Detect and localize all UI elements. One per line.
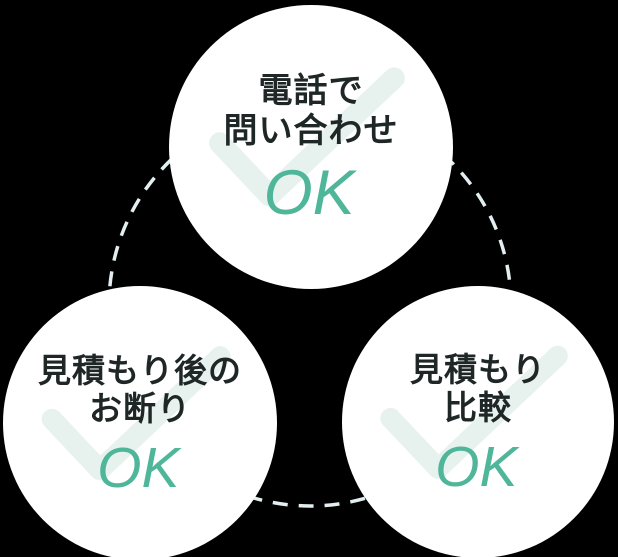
circle-text-block: 見積もり 比較 OK [342,286,614,557]
circle-label-line: 電話で [258,72,364,111]
check-icon [41,346,231,481]
circle-label-line: 比較 [444,389,512,427]
circle-estimate-comparison: 見積もり 比較 OK [342,286,614,557]
circle-label-line: 見積もり [410,350,546,388]
ok-label: OK [435,434,518,499]
circle-label-line: お断り [89,390,191,428]
circle-label-line: 見積もり後の [38,351,242,389]
ok-label: OK [263,157,355,228]
circle-text-block: 見積もり後の お断り OK [3,286,277,557]
circle-decline-after-estimate: 見積もり後の お断り OK [3,286,277,557]
circle-text-block: 電話で 問い合わせ OK [169,5,453,289]
check-icon [380,345,568,479]
circle-phone-inquiry: 電話で 問い合わせ OK [169,5,453,289]
ok-label: OK [97,435,180,500]
check-icon [209,67,405,207]
circle-label-line: 問い合わせ [223,112,399,151]
